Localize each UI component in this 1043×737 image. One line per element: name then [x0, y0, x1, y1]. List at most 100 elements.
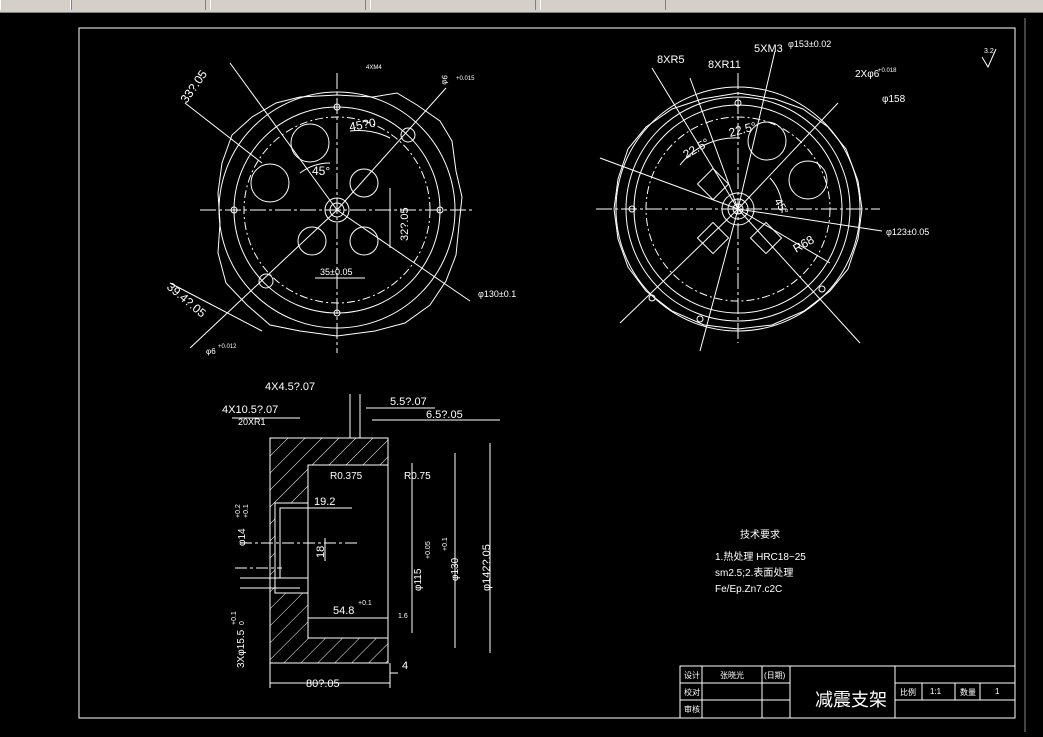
- large-hole: [250, 163, 290, 203]
- title-block: [679, 665, 1016, 719]
- section-view: 4X4.5?.07 4X10.5?.07 20XR1 5.5?.07 6.5?.…: [222, 381, 500, 690]
- tech-requirement-line: 1.热处理 HRC18~25: [715, 552, 806, 563]
- dim-line: [651, 67, 739, 210]
- tapped-hole: [696, 315, 704, 323]
- scale-label: 比例: [900, 688, 916, 697]
- dim-label: φ123±0.05: [886, 227, 929, 237]
- tapped-hole: [818, 285, 826, 293]
- left-view: 33?.05 45?0 45° 32?.05 35±0.05 39.4?.05 …: [164, 62, 516, 356]
- dim-line: [619, 208, 739, 324]
- angle-arc: [679, 137, 741, 166]
- window-tab[interactable]: [370, 0, 536, 10]
- qty-label: 数量: [960, 688, 976, 697]
- angle-arc: [349, 130, 391, 139]
- qty-value: 1: [995, 687, 1000, 696]
- dim-label: 45?0: [348, 115, 377, 133]
- dim-line: [737, 50, 776, 210]
- dim-label: 80?.05: [306, 678, 340, 690]
- tolerance-label: +0.1: [231, 611, 238, 625]
- window-tab[interactable]: [540, 0, 666, 10]
- window-tab[interactable]: [0, 0, 72, 10]
- small-hole: [297, 226, 327, 256]
- dim-label: φ158: [882, 94, 906, 105]
- title-block-cell: 张晓光: [720, 671, 744, 680]
- large-hole: [747, 121, 787, 161]
- title-block-cell: 设计: [684, 671, 700, 680]
- tolerance-label: 0: [239, 621, 246, 625]
- dim-line: [336, 209, 471, 302]
- title-block-cell: 审核: [684, 705, 700, 714]
- dim-label: 5XM3: [754, 43, 783, 55]
- tolerance-label: +0.1: [442, 537, 449, 551]
- tapped-hole: [648, 294, 656, 302]
- dim-label: φ115: [413, 568, 424, 591]
- dim-label: 4X10.5?.07: [222, 404, 278, 416]
- part-name: 减震支架: [815, 690, 887, 711]
- tech-requirements: 技术要求 1.热处理 HRC18~25 sm2.5;2.表面处理 Fe/Ep.Z…: [715, 528, 806, 598]
- dim-line: [189, 209, 338, 349]
- dim-line: [737, 102, 839, 210]
- cad-drawing: 33?.05 45?0 45° 32?.05 35±0.05 39.4?.05 …: [78, 18, 1026, 732]
- square-hole: [696, 167, 730, 201]
- title-block-cell: 校对: [684, 688, 700, 697]
- tech-requirements-title: 技术要求: [740, 530, 780, 541]
- dim-label: φ153±0.02: [788, 39, 831, 49]
- tolerance-label: +0.05: [425, 541, 432, 559]
- dim-label: φ6: [206, 347, 216, 356]
- dim-label: 8XR5: [657, 54, 685, 66]
- dim-label: 5.5?.07: [390, 396, 427, 408]
- dim-line: [699, 208, 739, 352]
- dim-label: 33?.05: [178, 67, 211, 105]
- dim-label: 54.8: [333, 605, 354, 617]
- small-hole: [349, 168, 379, 198]
- large-hole: [290, 123, 330, 163]
- dim-label: φ130: [450, 557, 461, 581]
- dim-label: φ14: [237, 528, 248, 546]
- hatched-section: [269, 437, 389, 664]
- dim-label: 22.5°: [681, 135, 713, 161]
- dim-label: 45°: [312, 164, 330, 178]
- surface-roughness-mark: 3.2: [981, 48, 997, 69]
- angle-arc: [769, 177, 783, 214]
- dim-label: 6.5?.05: [426, 409, 463, 421]
- scale-value: 1:1: [930, 687, 942, 696]
- dim-label: 19.2: [314, 496, 335, 508]
- drawing-frame: [78, 27, 1016, 719]
- dim-line: [229, 62, 338, 211]
- dim-label: R0.75: [404, 471, 431, 482]
- dim-line: [336, 87, 447, 211]
- tolerance-label: +0.015: [456, 76, 475, 82]
- tolerance-label: +0.018: [878, 68, 897, 74]
- large-hole: [788, 160, 828, 200]
- dim-line: [737, 208, 861, 344]
- window-tab[interactable]: [210, 0, 366, 10]
- dim-label: 35±0.05: [320, 267, 352, 277]
- small-hole: [349, 226, 379, 256]
- dim-label: 2Xφ6: [855, 69, 880, 80]
- window-tab-strip: [0, 0, 1043, 13]
- tech-requirement-line: sm2.5;2.表面处理: [715, 568, 794, 579]
- dim-label: 8XR11: [708, 59, 741, 71]
- title-block-cell: (日期): [764, 671, 786, 680]
- dim-label: 3Xφ15.5: [236, 629, 247, 668]
- dim-line: [169, 282, 263, 332]
- tolerance-label: +0.1: [358, 600, 372, 607]
- cad-drawing-canvas[interactable]: 33?.05 45?0 45° 32?.05 35±0.05 39.4?.05 …: [0, 13, 1043, 732]
- dim-line: [689, 77, 739, 210]
- dim-line: [184, 102, 263, 164]
- window-tab[interactable]: [70, 0, 206, 10]
- outer-profile: [217, 92, 463, 337]
- dim-label: 4: [402, 660, 408, 672]
- right-view: 8XR5 8XR11 5XM3 φ153±0.02 2Xφ6 +0.018 φ1…: [596, 39, 929, 352]
- dim-label: 20XR1: [238, 417, 266, 427]
- dim-line: [599, 157, 739, 210]
- square-hole: [696, 221, 730, 255]
- dim-line: [737, 208, 883, 232]
- svg-text:3.2: 3.2: [984, 48, 994, 55]
- dim-label: 45°: [771, 197, 790, 217]
- dim-label: R0.375: [330, 471, 363, 482]
- dim-line: [737, 208, 831, 264]
- dim-label: R68: [791, 232, 817, 255]
- pin-hole: [258, 273, 274, 289]
- angle-arc: [299, 162, 331, 174]
